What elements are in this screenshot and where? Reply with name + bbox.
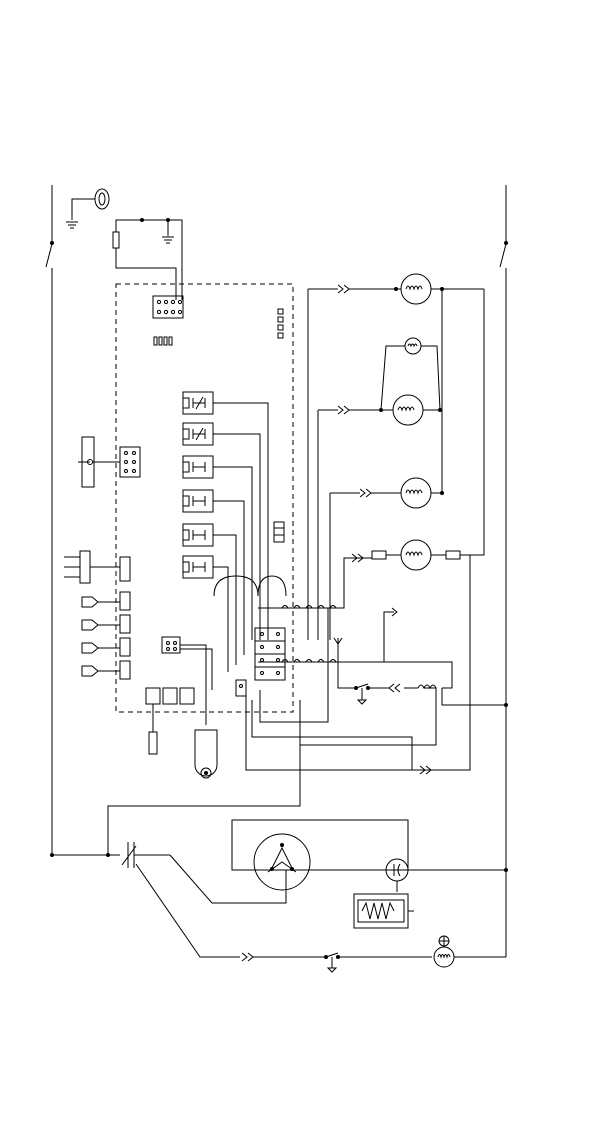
arrow-connector-symbol	[330, 489, 390, 640]
compressor-symbol	[232, 820, 408, 890]
connector-block-symbol	[82, 615, 130, 633]
probe-connector	[64, 551, 130, 583]
heater-element-symbol	[354, 894, 414, 928]
sensor-connector	[78, 437, 140, 487]
board-led-column	[278, 309, 283, 338]
resistor-symbol	[113, 232, 119, 248]
arrow-connector-symbol	[242, 953, 253, 961]
top-ground-lamp	[66, 189, 109, 228]
ground-symbol	[66, 222, 78, 228]
arrow-connector-symbol	[308, 285, 395, 640]
switch-symbol	[122, 842, 286, 957]
motor-symbol	[434, 936, 506, 967]
switch-symbol	[500, 242, 508, 268]
ground-resistor-circuit	[113, 219, 182, 301]
connector-block-symbol	[82, 661, 130, 679]
relay-contact-symbol	[183, 392, 268, 640]
connector-block-symbol	[146, 688, 194, 754]
coil-symbol	[300, 608, 508, 745]
connector-block-symbol	[82, 592, 130, 610]
resistor-symbol	[372, 551, 386, 559]
motor-symbol	[390, 478, 444, 508]
connector-block-symbol	[153, 296, 183, 318]
board-connector	[274, 522, 284, 542]
motor-symbol	[395, 274, 485, 555]
motor-symbol	[378, 289, 442, 493]
board-pin-row	[154, 337, 172, 345]
arrow-connector-symbol	[318, 406, 378, 640]
capacitor-symbol	[386, 859, 508, 892]
motor-symbol	[162, 637, 217, 778]
motor-symbol	[372, 540, 470, 570]
resistor-symbol	[446, 551, 460, 559]
relay-contact-symbol	[183, 456, 252, 640]
ground-symbol	[162, 237, 174, 243]
lamp-symbol	[95, 189, 109, 209]
connector-block-symbol	[82, 638, 130, 656]
switch-symbol	[46, 242, 54, 268]
